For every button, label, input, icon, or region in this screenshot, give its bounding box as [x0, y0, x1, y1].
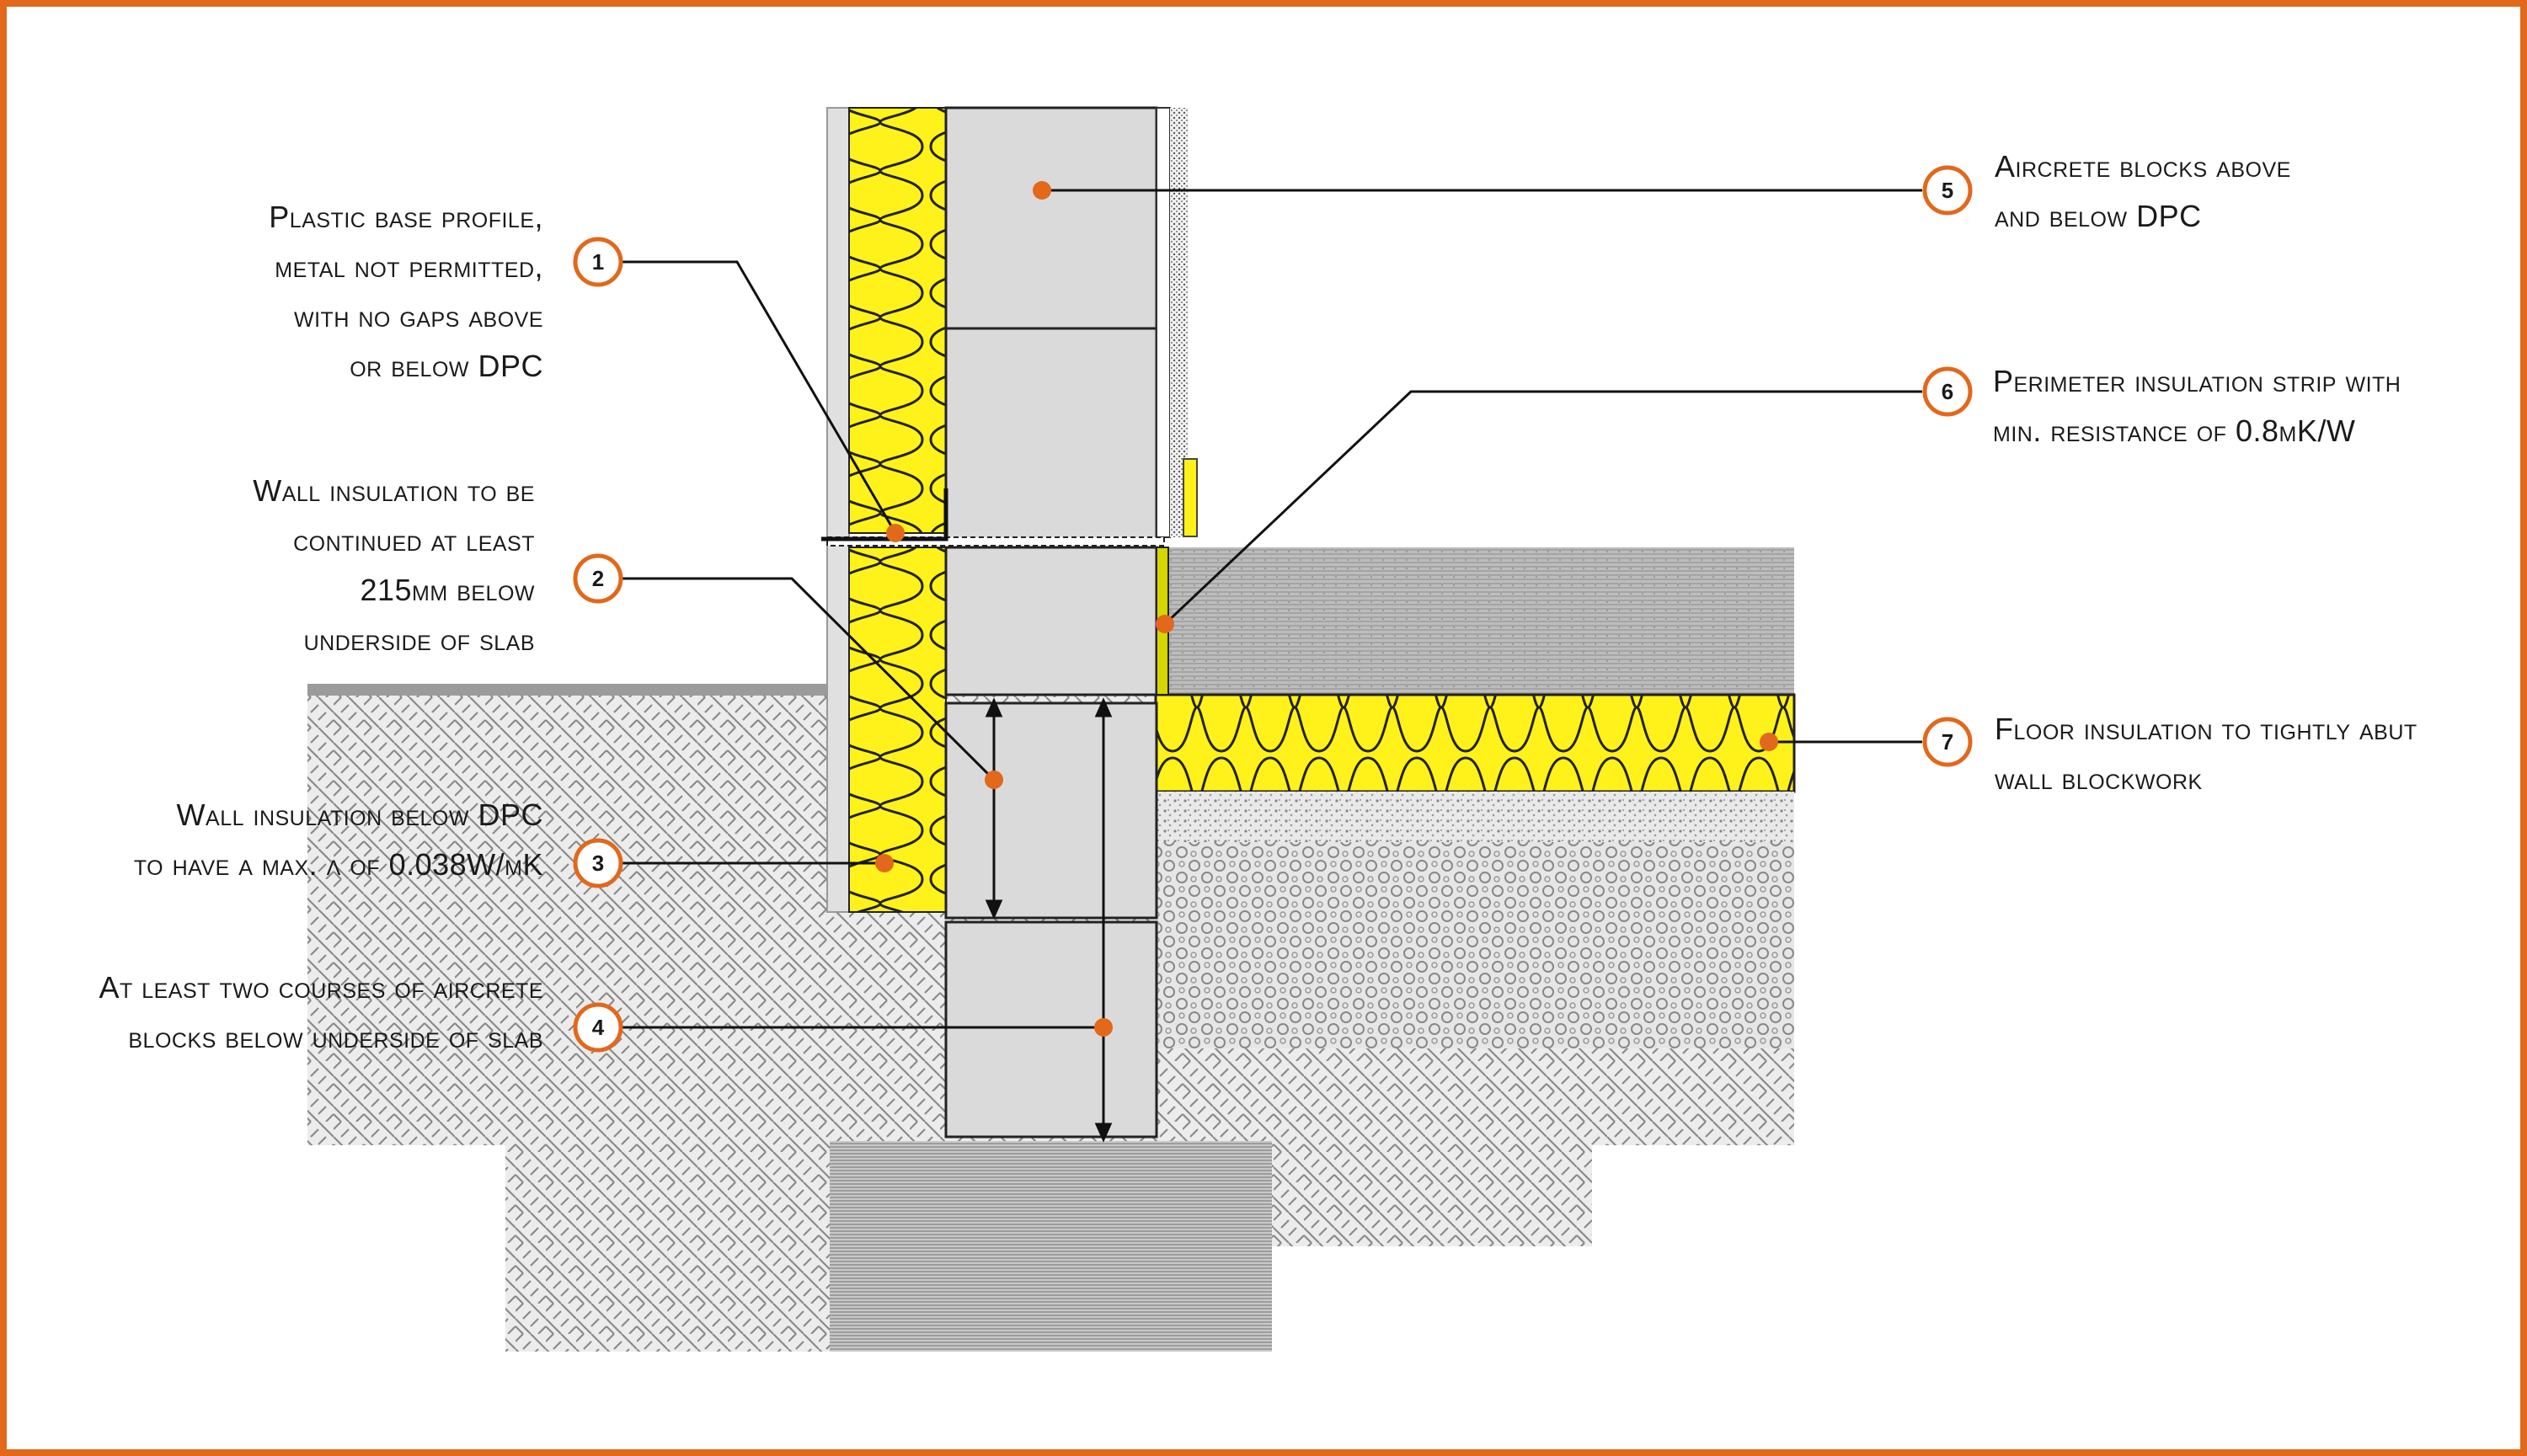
- floor-slab: [1167, 547, 1794, 695]
- callout-circle-4: 4: [573, 1002, 623, 1053]
- callout-circle-3: 3: [573, 838, 623, 888]
- callout-label-7: Floor insulation to tightly abut wall bl…: [1995, 712, 2417, 796]
- hardcore-fill: [1156, 842, 1794, 1048]
- leader-lines: [622, 189, 1922, 1029]
- callout-circle-5: 5: [1922, 165, 1973, 216]
- callout-number-1: 1: [592, 249, 604, 275]
- callout-label-5: Aircrete blocks above and below DPC: [1995, 149, 2291, 233]
- plastic-base-profile: [821, 488, 948, 541]
- callout-circle-6: 6: [1922, 366, 1973, 417]
- wall-insulation-below-dpc: [848, 547, 947, 913]
- callout-number-4: 4: [592, 1015, 605, 1040]
- dpc-layer: [826, 536, 1165, 547]
- wall-insulation-above-dpc: [848, 107, 947, 534]
- internal-lining: [1156, 107, 1171, 538]
- internal-plaster: [1170, 108, 1189, 537]
- leader-dots: [875, 181, 1778, 1037]
- callout-number-6: 6: [1942, 379, 1953, 404]
- sand-blinding: [1156, 792, 1794, 842]
- callout-number-2: 2: [592, 566, 604, 591]
- skirting-insulation: [1183, 458, 1198, 537]
- floor-insulation: [1154, 693, 1796, 793]
- dimension-215mm: [985, 697, 1003, 920]
- callout-circle-7: 7: [1922, 717, 1973, 767]
- callout-number-5: 5: [1942, 178, 1953, 203]
- concrete-foundation: [830, 1141, 1272, 1352]
- callout-label-3: Wall insulation below DPC to have a max.…: [133, 797, 543, 882]
- dimension-two-courses: [1094, 697, 1113, 1143]
- aircrete-blockwork: [944, 106, 1158, 1139]
- callout-label-6: Perimeter insulation strip with min. res…: [1993, 364, 2401, 448]
- callout-circle-2: 2: [573, 553, 623, 604]
- callout-circle-1: 1: [573, 237, 623, 287]
- callout-number-3: 3: [592, 851, 604, 876]
- callout-label-4: At least two courses of aircrete blocks …: [99, 970, 543, 1054]
- external-render: [826, 107, 850, 913]
- callout-label-2: Wall insulation to be continued at least…: [253, 473, 535, 657]
- callout-number-7: 7: [1942, 729, 1953, 755]
- callout-label-1: Plastic base profile, metal not permitte…: [269, 200, 543, 383]
